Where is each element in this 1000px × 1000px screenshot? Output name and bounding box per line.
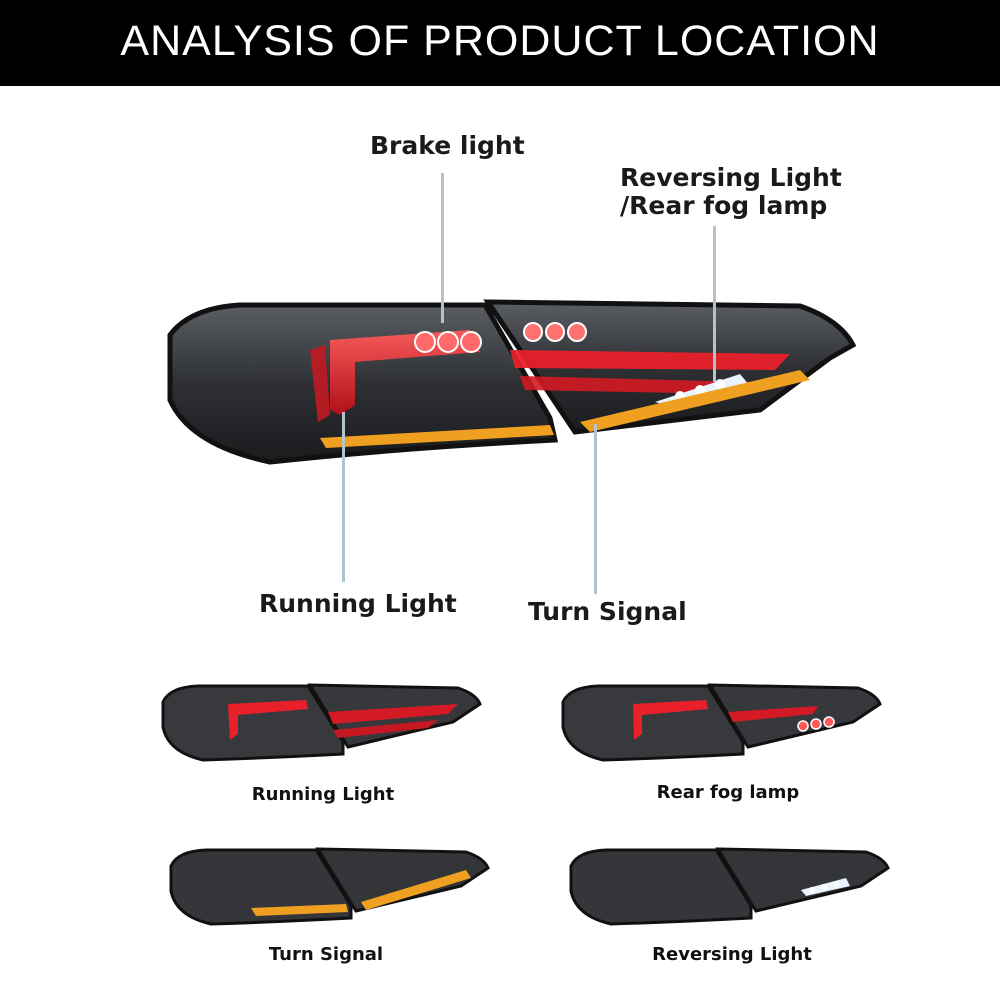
rear-fog-lamp-thumbnail [561,683,882,762]
reversing-callout-line [713,226,716,382]
brake-light-label: Brake light [370,131,525,160]
running-light-label: Running Light [259,589,457,618]
brake-callout-line [441,173,444,323]
reversing-light-label-line1: Reversing Light [620,163,842,192]
turn-callout-line [594,424,597,594]
running-light-thumbnail [161,683,482,762]
variant-caption-turn: Turn Signal [268,944,384,965]
variant-caption-reversing: Reversing Light [652,944,812,965]
page-title: ANALYSIS OF PRODUCT LOCATION [120,16,880,65]
reversing-light-label-line2: /Rear fog lamp [620,191,828,220]
turn-signal-thumbnail [169,847,490,926]
reversing-light-thumbnail [569,847,890,926]
turn-signal-label: Turn Signal [528,597,687,626]
variant-caption-running: Running Light [251,784,395,805]
main-taillight-image [167,299,857,465]
running-callout-line [342,412,345,582]
header-banner: ANALYSIS OF PRODUCT LOCATION [0,0,1000,86]
variant-caption-fog: Rear fog lamp [656,782,800,803]
